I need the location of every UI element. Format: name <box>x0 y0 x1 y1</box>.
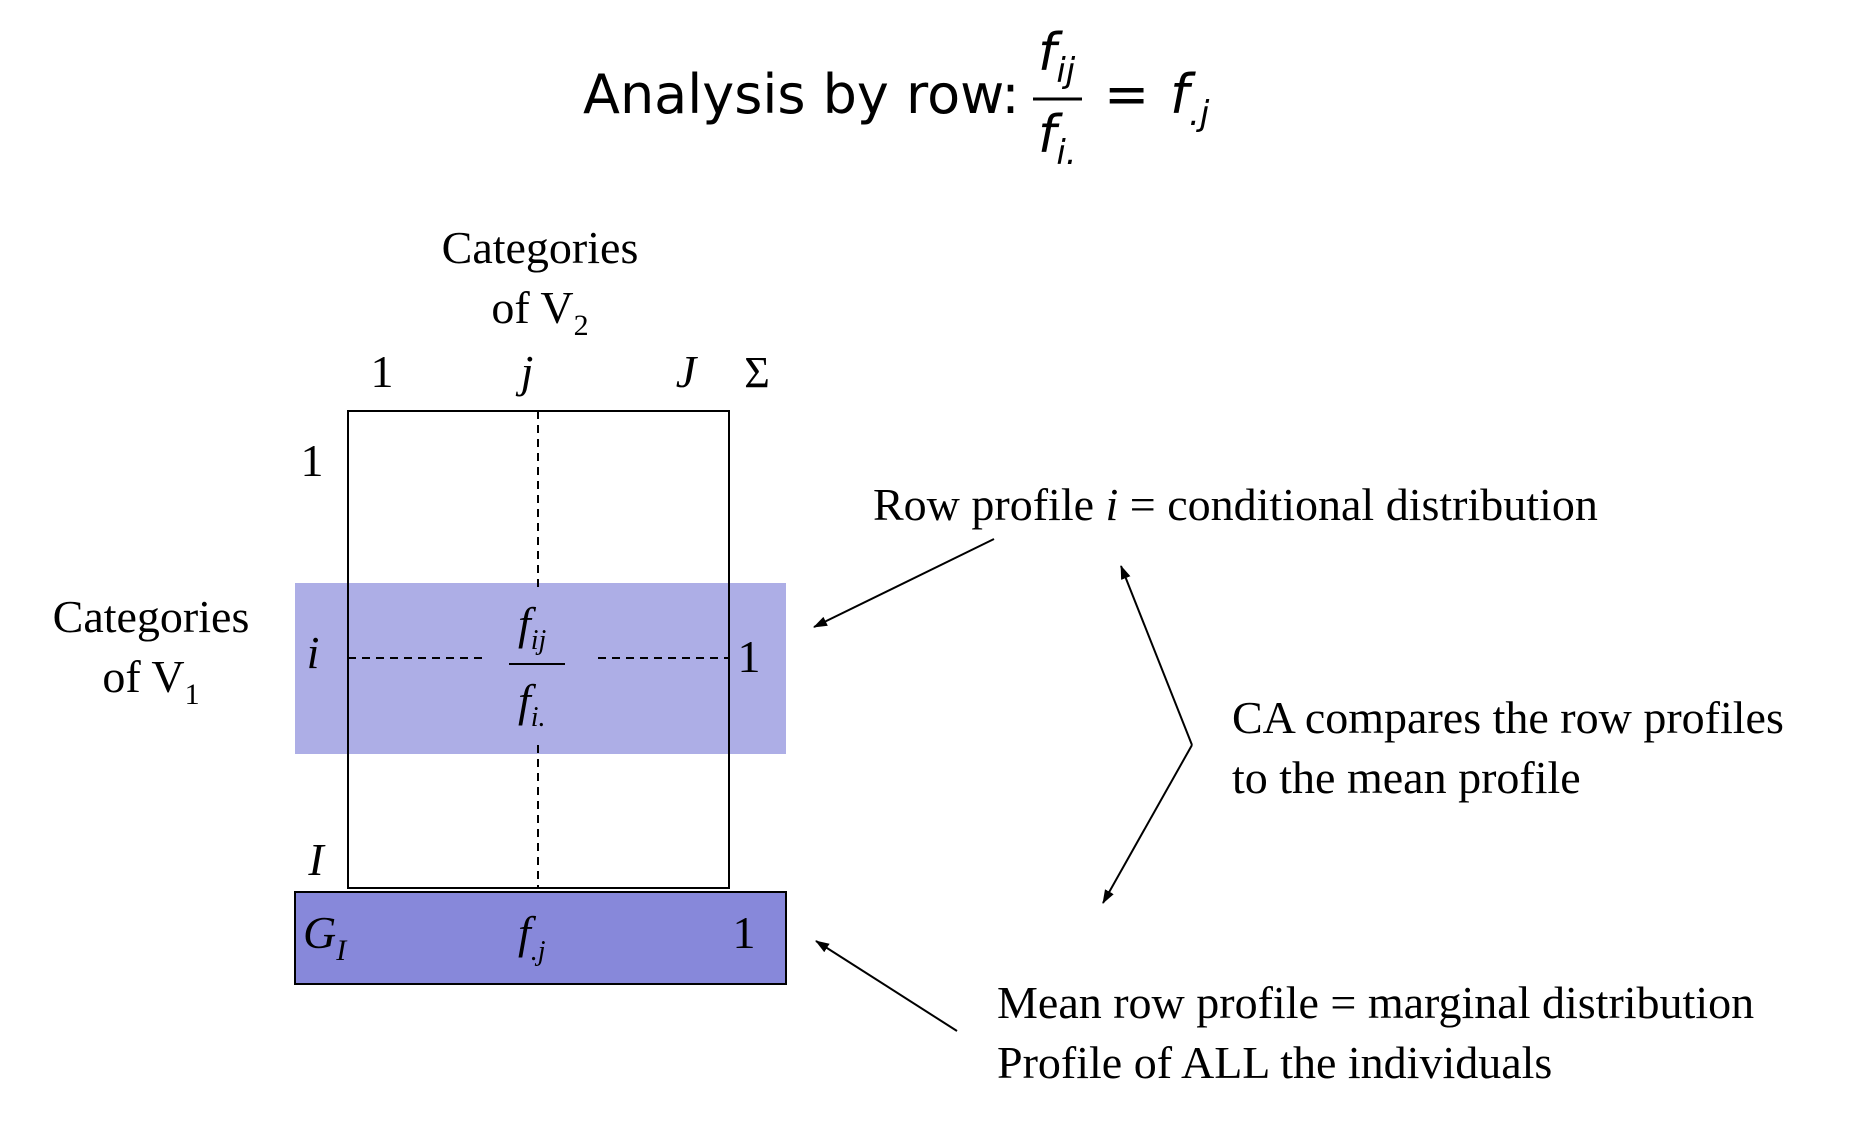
title-equals: = <box>1104 63 1149 126</box>
col-header-last: J <box>676 346 699 397</box>
title-numerator-sub: ij <box>1056 51 1075 91</box>
mean-row-band <box>294 891 787 985</box>
mean-row-label: GI <box>303 907 348 967</box>
title-denominator-sub: i. <box>1056 133 1076 173</box>
row-profile-annotation: Row profile i = conditional distribution <box>873 479 1598 530</box>
mean-profile-arrow <box>815 940 958 1032</box>
rows-label-subscript: 1 <box>185 678 200 711</box>
rows-label: Categories of V1 <box>53 591 250 711</box>
col-header-sum: Σ <box>744 348 770 397</box>
mean-profile-line1: Mean row profile = marginal distribution <box>997 977 1754 1028</box>
mean-row-cell-sub: .j <box>531 936 546 967</box>
row-header-i: i <box>307 627 320 678</box>
rows-label-line1: Categories <box>53 591 250 642</box>
columns-label-line2: of V2 <box>491 282 588 342</box>
title-prefix: Analysis by row: <box>583 63 1020 126</box>
mean-row-sum: 1 <box>733 907 756 958</box>
mean-row-label-base: G <box>303 907 336 958</box>
cell-denominator-sub: i. <box>531 702 546 733</box>
row-i-sum: 1 <box>738 631 761 682</box>
rows-label-line2-text: of V <box>102 651 184 702</box>
rows-label-line2: of V1 <box>102 651 199 711</box>
page-title: Analysis by row: fij fi. = f.j <box>583 23 1210 173</box>
title-fraction: fij fi. <box>1033 23 1082 173</box>
comparison-line2: to the mean profile <box>1232 752 1581 803</box>
title-denominator: fi. <box>1038 105 1077 173</box>
comparison-arrow-down <box>1102 744 1193 904</box>
mean-row-label-sub: I <box>335 934 348 967</box>
title-rhs: f.j <box>1170 63 1210 134</box>
comparison-arrow-up <box>1120 565 1193 746</box>
columns-label-line2-text: of V <box>491 282 573 333</box>
col-header-j: j <box>516 346 534 397</box>
columns-label-line1: Categories <box>442 222 639 273</box>
row-header-last: I <box>307 834 326 885</box>
mean-profile-line2: Profile of ALL the individuals <box>997 1037 1552 1088</box>
row-i-band <box>295 583 786 754</box>
mean-row-cell: f.j <box>518 907 546 967</box>
row-profile-arrow <box>813 538 995 628</box>
col-header-first: 1 <box>371 346 394 397</box>
comparison-line1: CA compares the row profiles <box>1232 692 1784 743</box>
cell-numerator-sub: ij <box>531 625 547 656</box>
row-profile-text-before: Row profile <box>873 479 1106 530</box>
row-profile-var: i <box>1106 479 1119 530</box>
columns-label: Categories of V2 <box>442 222 639 342</box>
title-numerator: fij <box>1038 23 1076 91</box>
title-rhs-sub: .j <box>1189 94 1210 134</box>
row-profile-text-after: = conditional distribution <box>1118 479 1598 530</box>
row-header-first: 1 <box>301 435 324 486</box>
columns-label-subscript: 2 <box>574 309 589 342</box>
